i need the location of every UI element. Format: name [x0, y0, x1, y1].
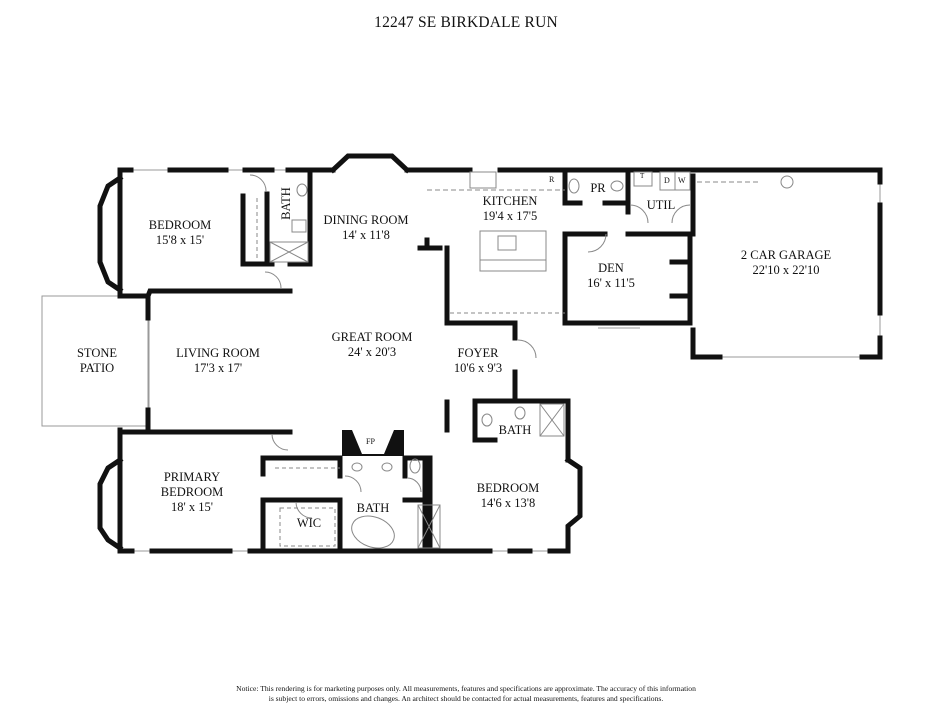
room-label-primary-bath: BATH [356, 501, 390, 515]
refrigerator-label: R [549, 175, 555, 184]
room-label-powder-room: PR [590, 181, 606, 195]
water-heater-label: T [640, 172, 645, 180]
notice-line-2: is subject to errors, omissions and chan… [268, 694, 664, 703]
stone-patio-outline [41, 295, 149, 427]
washer-label: W [678, 176, 686, 185]
fireplace [342, 430, 404, 456]
disclaimer-notice: Notice: This rendering is for marketing … [0, 684, 932, 704]
room-label-utility: UTIL [646, 198, 676, 212]
room-label-bath-3: BATH [498, 423, 532, 437]
dryer-label: D [664, 176, 670, 185]
page-title: 12247 SE BIRKDALE RUN [374, 14, 558, 31]
fireplace-label: FP [366, 437, 375, 446]
notice-line-1: Notice: This rendering is for marketing … [236, 684, 696, 693]
room-label-bath-2: BATH [278, 187, 293, 220]
room-label-wic: WIC [296, 516, 322, 530]
